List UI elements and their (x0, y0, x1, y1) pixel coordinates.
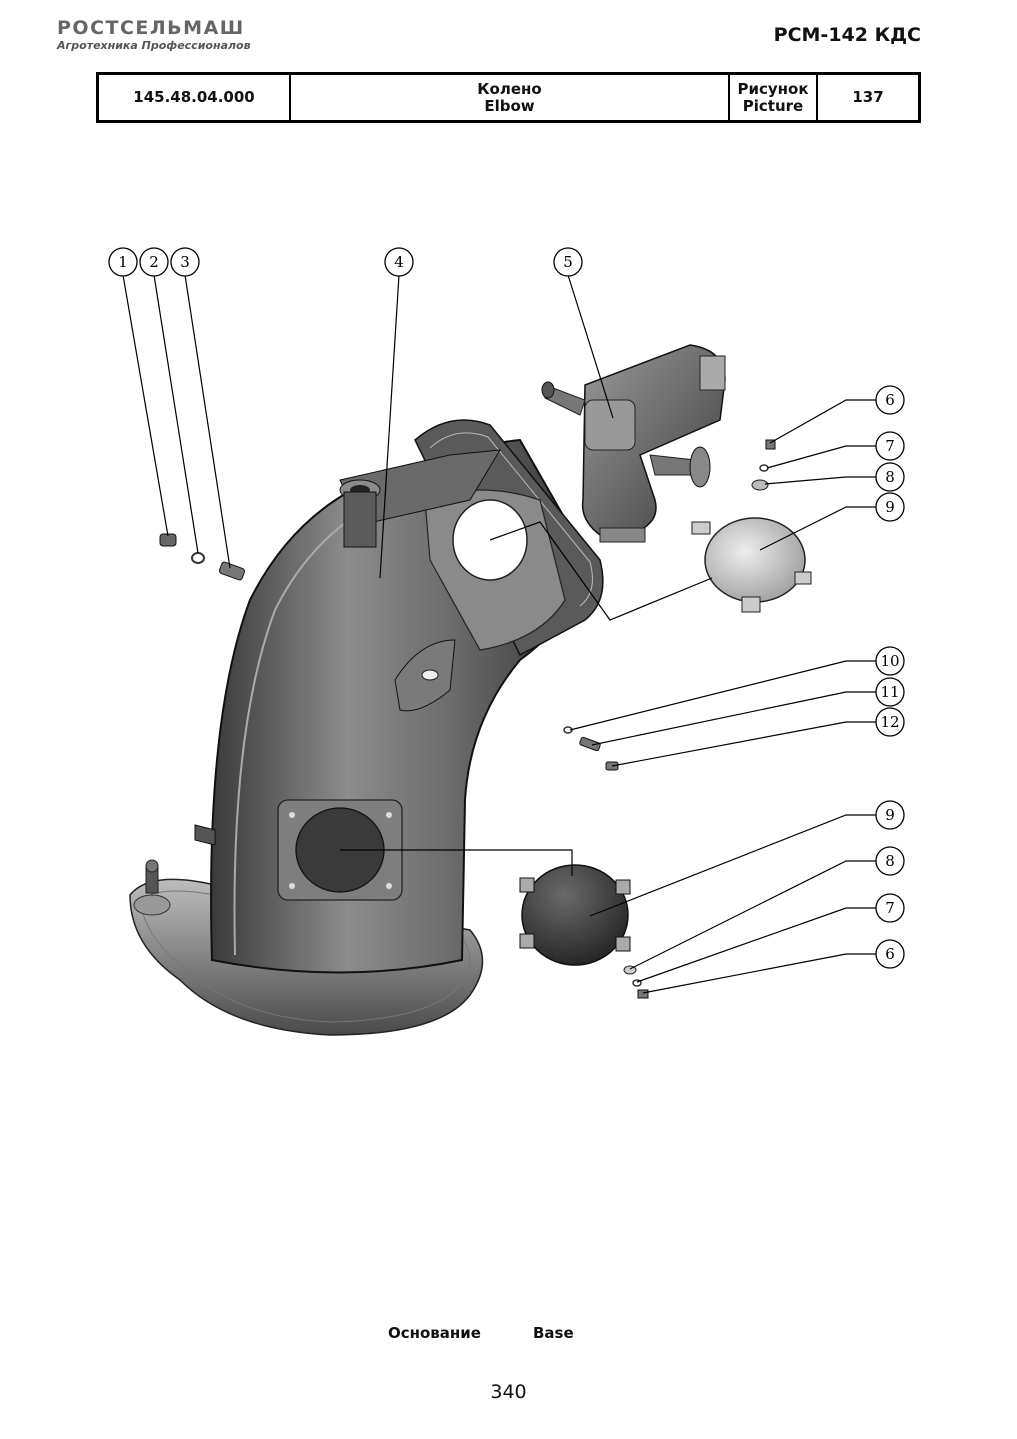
figure-label-ru: Рисунок (737, 79, 809, 98)
figure-number-cell: 137 (816, 72, 921, 123)
callout-10: 10 (875, 646, 905, 676)
assembly-line-upper (489, 521, 713, 621)
leader-lines (122, 274, 876, 994)
callout-label: 8 (885, 468, 895, 486)
brand-name: РОСТСЕЛЬМАШ (57, 17, 245, 39)
callout-7-lower: 7 (875, 893, 905, 923)
callout-5: 5 (553, 247, 583, 277)
motor-assembly (541, 344, 726, 543)
model-title: РСМ-142 КДС (773, 24, 921, 46)
elbow-body (194, 419, 604, 974)
callout-label: 6 (885, 945, 895, 963)
figure-number: 137 (852, 88, 884, 106)
callout-2: 2 (139, 247, 169, 277)
callout-label: 10 (880, 652, 899, 670)
figure-label-en: Picture (742, 96, 804, 115)
callout-label: 2 (149, 253, 159, 271)
callout-label: 8 (885, 852, 895, 870)
callout-9-upper: 9 (875, 492, 905, 522)
brand-logo: РОСТСЕЛЬМАШ Агротехника Профессионалов (57, 17, 251, 53)
callout-label: 7 (885, 437, 895, 455)
callout-9-lower: 9 (875, 800, 905, 830)
part-name-en: Elbow (484, 96, 535, 115)
cover-plate-lower (519, 864, 631, 966)
callout-11: 11 (875, 677, 905, 707)
callout-6-lower: 6 (875, 939, 905, 969)
caption-en: Base (533, 1324, 574, 1342)
callout-12: 12 (875, 707, 905, 737)
callout-6-upper: 6 (875, 385, 905, 415)
callout-label: 3 (180, 253, 190, 271)
callout-label: 9 (885, 806, 895, 824)
assembly-line-lower (340, 849, 573, 876)
callout-8-lower: 8 (875, 846, 905, 876)
caption-ru: Основание (388, 1324, 481, 1342)
part-name-ru: Колено (477, 79, 542, 98)
callout-label: 7 (885, 899, 895, 917)
callout-label: 12 (880, 713, 899, 731)
cover-plate-upper (691, 517, 812, 613)
callout-8-upper: 8 (875, 462, 905, 492)
page-number: 340 (490, 1381, 527, 1403)
callout-label: 5 (563, 253, 573, 271)
part-number-cell: 145.48.04.000 (96, 72, 291, 123)
callout-3: 3 (170, 247, 200, 277)
part-number: 145.48.04.000 (133, 88, 255, 106)
callout-label: 1 (118, 253, 128, 271)
callout-4: 4 (384, 247, 414, 277)
callout-7-upper: 7 (875, 431, 905, 461)
callout-label: 4 (394, 253, 404, 271)
brand-tagline: Агротехника Профессионалов (57, 39, 251, 52)
callout-1: 1 (108, 247, 138, 277)
callout-label: 9 (885, 498, 895, 516)
callout-label: 11 (880, 683, 899, 701)
callout-label: 6 (885, 391, 895, 409)
